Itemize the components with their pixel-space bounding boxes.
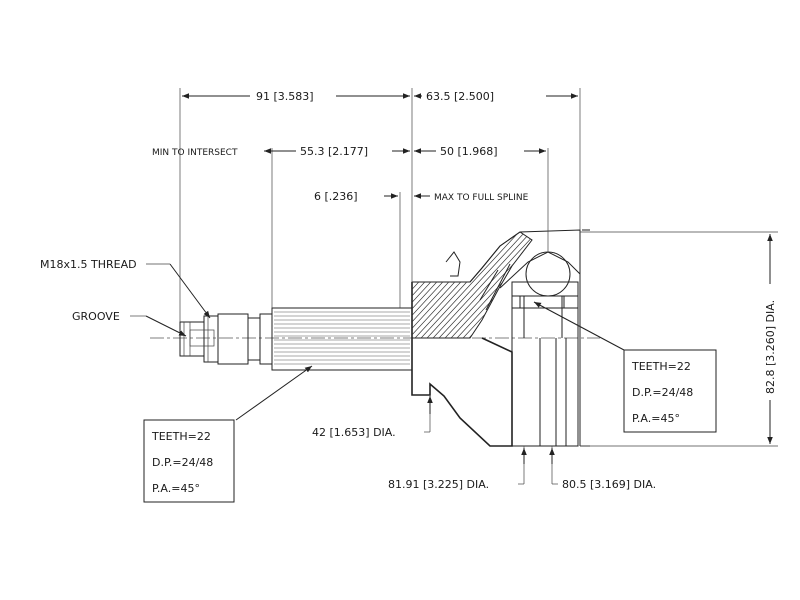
hatch-line [206,220,326,350]
hatch-line [272,220,392,350]
hatch-line [523,232,532,338]
hatch-line [542,220,662,350]
hatch-line [224,220,344,350]
hatch-line [548,220,668,350]
spec-teeth: TEETH=22 [151,430,211,443]
hatch-line [638,220,758,350]
hatch-line [248,220,368,350]
hatch-line [412,232,531,338]
hatch-line [554,220,674,350]
hatch-line [686,220,800,350]
hatch-line [433,232,532,338]
hatch-line [572,220,692,350]
hatch-line [602,220,722,350]
hatch-line [412,232,423,338]
hatch-line [620,220,740,350]
hatch-line [536,220,656,350]
hatch-line [698,220,800,350]
dim-overall-length: 91 [3.583] [256,90,314,103]
spec-dp: D.P.=24/48 [152,456,213,469]
spec-box-shaft: TEETH=22 D.P.=24/48 P.A.=45° [143,419,235,503]
hatch-line [656,220,776,350]
label-min-to-intersect: MIN TO INTERSECT [152,148,238,158]
hatch-line [218,220,338,350]
hatch-line [596,220,716,350]
label-max-to-full-spline: MAX TO FULL SPLINE [434,193,529,203]
spec-box-bell: TEETH=22 D.P.=24/48 P.A.=45° [623,349,717,433]
hatch-line [266,220,386,350]
dim-shaft-diameter: 42 [1.653] DIA. [312,426,396,439]
dim-spline-length: 50 [1.968] [440,145,498,158]
callout-thread: M18x1.5 THREAD [40,258,137,271]
ball-bearing [525,251,571,297]
hatch-line [278,220,398,350]
dim-boot-diameter: 80.5 [3.169] DIA. [562,478,656,491]
dim-stub-offset: 6 [.236] [314,190,358,203]
hatch-line [260,220,380,350]
hatch-line [566,220,686,350]
section-hatching [206,220,800,350]
spec-pa: P.A.=45° [632,412,680,425]
hatch-line [680,220,800,350]
hatch-line [236,220,356,350]
hatch-line [439,232,532,338]
hatch-line [427,232,532,338]
hatch-line [415,232,532,338]
dim-outer-diameter: 82.8 [3.260] DIA. [764,300,777,394]
hatch-line [284,220,404,350]
dim-bell-length: 63.5 [2.500] [426,90,494,103]
hatch-line [626,220,746,350]
hatch-line [614,220,734,350]
spec-teeth: TEETH=22 [631,360,691,373]
callout-groove: GROOVE [72,310,120,323]
hatch-line [650,220,770,350]
hatch-line [692,220,800,350]
spline-lines [274,311,410,365]
spec-dp: D.P.=24/48 [632,386,693,399]
splined-shaft [271,307,413,371]
callouts: M18x1.5 THREAD GROOVE [40,258,625,421]
hatch-line [632,220,752,350]
threaded-stub [179,313,273,365]
hatch-line [290,220,410,350]
hatch-line [584,220,704,350]
dim-intersect-length: 55.3 [2.177] [300,145,368,158]
hatch-line [590,220,710,350]
hatch-line [608,220,728,350]
spec-pa: P.A.=45° [152,482,200,495]
hatch-line [412,232,429,338]
hatch-line [421,232,532,338]
hatch-line [644,220,764,350]
hatch-line [412,232,417,338]
dimension-lines: 91 [3.583] 63.5 [2.500] MIN TO INTERSECT… [152,88,778,491]
retaining-clip [445,251,461,277]
dim-seal-diameter: 81.91 [3.225] DIA. [388,478,489,491]
hatch-line [578,220,698,350]
